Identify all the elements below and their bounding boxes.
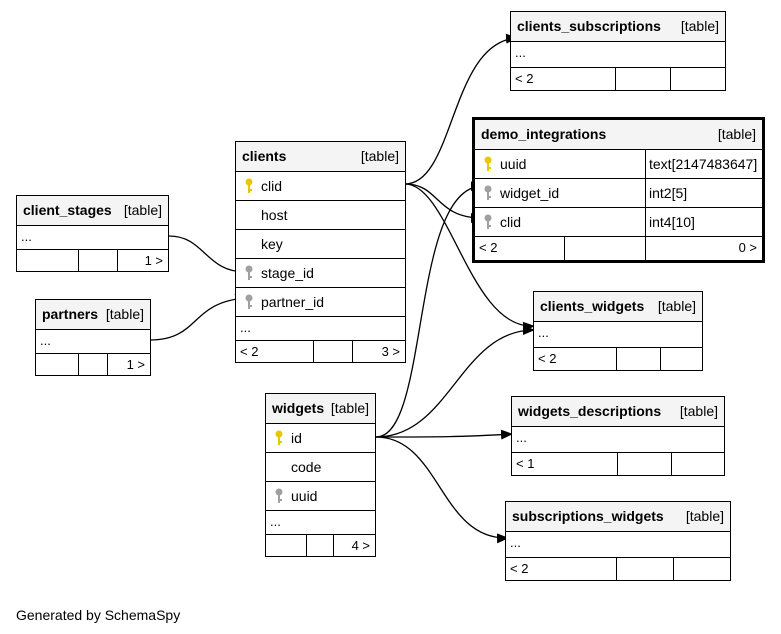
table-type: [table] [657, 298, 696, 314]
table-name: demo_integrations [481, 126, 607, 142]
foreign-key-icon [275, 488, 283, 503]
column-stage-id: stage_id [261, 265, 314, 281]
table-name: clients_subscriptions [517, 18, 661, 34]
ellipsis: ... [21, 229, 32, 244]
table-type: [table] [123, 202, 162, 218]
table-type: [table] [680, 18, 719, 34]
primary-key-icon [484, 156, 492, 171]
table-name: partners [42, 306, 99, 322]
generated-by-credit: Generated by SchemaSpy [16, 607, 181, 623]
edge-partners-clients [149, 293, 247, 341]
children-count[interactable]: 3 > [381, 344, 400, 359]
ellipsis: ... [270, 514, 281, 529]
ellipsis: ... [40, 333, 51, 348]
table-clients-widgets[interactable]: clients_widgets [table] ... < 2 [533, 291, 703, 371]
table-name: clients [242, 148, 287, 164]
table-type: [table] [717, 126, 756, 142]
primary-key-icon [245, 178, 253, 193]
column-widget-id: widget_id [500, 185, 560, 201]
table-widgets-descriptions[interactable]: widgets_descriptions [table] ... < 1 [511, 396, 725, 476]
table-widgets[interactable]: widgets [table] id code uuid ... 4 > [265, 393, 376, 557]
column-code: code [291, 459, 322, 475]
foreign-key-icon [245, 265, 253, 280]
table-partners[interactable]: partners [table] ... 1 > [35, 299, 151, 376]
edge-client-stages-clients [168, 235, 247, 277]
parents-count[interactable]: < 2 [479, 240, 498, 255]
column-partner-id: partner_id [261, 294, 325, 310]
column-id: id [291, 430, 302, 446]
column-type: int4[10] [649, 214, 695, 230]
ellipsis: ... [515, 45, 526, 60]
table-type: [table] [360, 148, 399, 164]
children-count[interactable]: 1 > [144, 253, 163, 268]
ellipsis: ... [510, 535, 521, 550]
column-uuid: uuid [500, 156, 527, 172]
column-uuid: uuid [291, 488, 318, 504]
parents-count[interactable]: < 2 [515, 71, 534, 86]
column-key: key [261, 236, 283, 252]
table-clients[interactable]: clients [table] clid host key stage_id pa… [235, 141, 406, 363]
column-clid: clid [261, 178, 283, 194]
column-type: int2[5] [649, 185, 688, 201]
ellipsis: ... [516, 430, 527, 445]
children-count[interactable]: 1 > [126, 357, 145, 372]
ellipsis: ... [240, 320, 251, 335]
column-host: host [261, 207, 288, 223]
edge-widgets-subscriptions-widgets [375, 436, 509, 544]
edge-widgets-demo-integrations [375, 181, 483, 438]
foreign-key-icon [484, 185, 492, 200]
table-name: subscriptions_widgets [512, 508, 664, 524]
parents-count[interactable]: < 2 [240, 344, 259, 359]
foreign-key-icon [245, 294, 253, 309]
table-name: widgets [272, 400, 325, 416]
edge-clients-clients-subscriptions [404, 33, 518, 185]
table-type: [table] [685, 508, 724, 524]
parents-count[interactable]: < 2 [510, 561, 529, 576]
table-client-stages[interactable]: client_stages [table] ... 1 > [16, 195, 169, 272]
column-clid: clid [500, 214, 522, 230]
column-type: text[2147483647] [649, 156, 758, 172]
table-type: [table] [330, 400, 369, 416]
table-name: client_stages [23, 202, 112, 218]
table-type: [table] [105, 306, 144, 322]
children-count[interactable]: 4 > [351, 538, 370, 553]
edge-clients-clients-widgets [404, 183, 535, 332]
table-name: clients_widgets [540, 298, 645, 314]
ellipsis: ... [538, 325, 549, 340]
edge-widgets-widgets-descriptions [375, 429, 513, 440]
table-subscriptions-widgets[interactable]: subscriptions_widgets [table] ... < 2 [505, 501, 731, 581]
parents-count[interactable]: < 2 [538, 351, 557, 366]
table-type: [table] [679, 403, 718, 419]
table-clients-subscriptions[interactable]: clients_subscriptions [table] ... < 2 [510, 11, 726, 91]
foreign-key-icon [484, 214, 492, 229]
children-count[interactable]: 0 > [738, 240, 757, 255]
edge-widgets-clients-widgets [375, 325, 535, 438]
parents-count[interactable]: < 1 [516, 456, 535, 471]
edge-clients-demo-integrations [404, 183, 483, 223]
table-name: widgets_descriptions [518, 403, 662, 419]
table-demo-integrations[interactable]: demo_integrations [table] uuid text[21474… [472, 117, 765, 263]
primary-key-icon [275, 430, 283, 445]
